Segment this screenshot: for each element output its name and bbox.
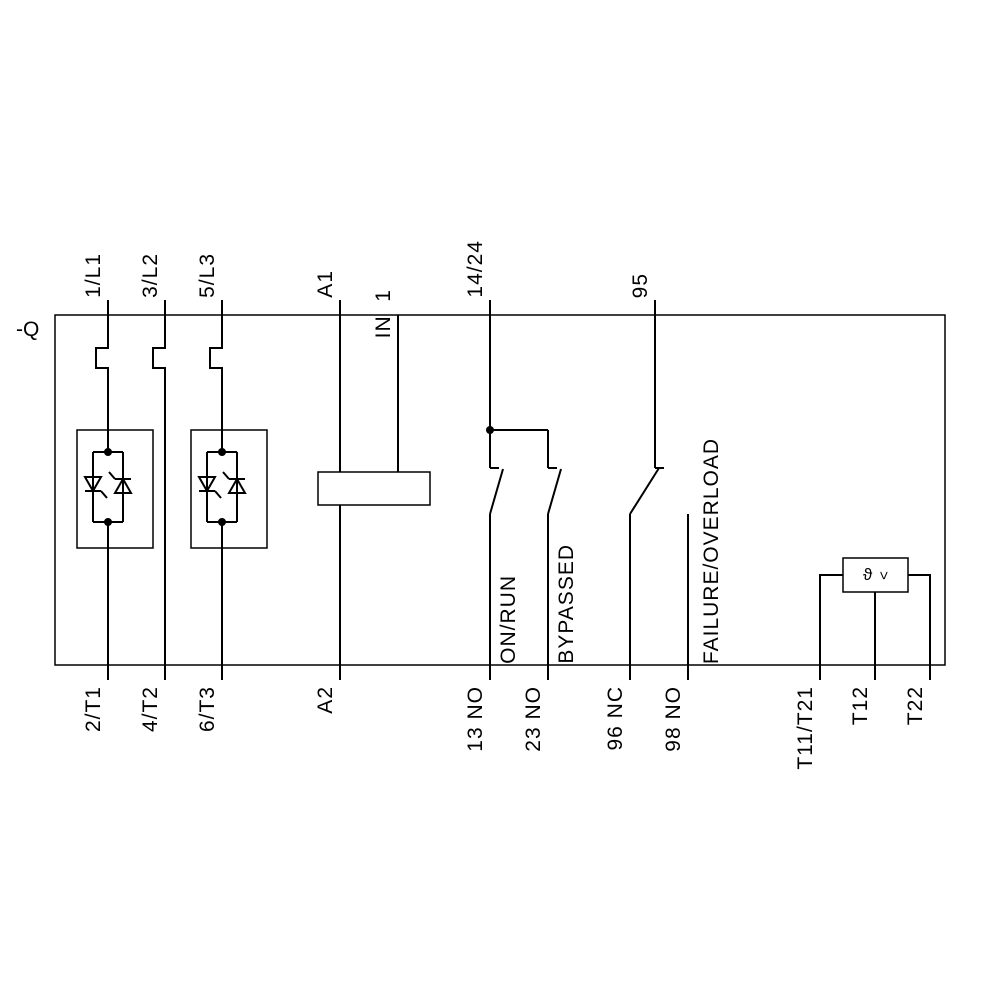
terminal-label-in1: IN 1: [372, 288, 395, 338]
fault-changeover-95-96-98: [629, 300, 689, 680]
terminal-label-t12: T12: [849, 686, 872, 726]
greater-than-icon: >: [875, 570, 893, 580]
device-tag: -Q: [16, 318, 40, 341]
terminal-label-13no: 13 NO: [464, 686, 487, 752]
annotation-failure-overload: FAILURE/OVERLOAD: [700, 437, 723, 664]
terminal-label-a1: A1: [314, 270, 337, 298]
annotation-on-run: ON/RUN: [497, 575, 520, 664]
terminal-label-1l1: 1/L1: [82, 253, 105, 298]
thermistor-symbol: ϑ >: [843, 558, 908, 592]
phase-l2-line: [152, 300, 166, 680]
terminal-label-5l3: 5/L3: [196, 253, 219, 298]
thyristor-module-l1: [76, 429, 154, 549]
terminal-label-95: 95: [629, 272, 652, 298]
terminal-label-a2: A2: [314, 686, 337, 714]
terminal-label-1424: 14/24: [464, 240, 487, 298]
terminal-label-6t3: 6/T3: [196, 686, 219, 733]
thyristor-module-l3: [190, 429, 268, 549]
terminal-label-t22: T22: [904, 686, 927, 726]
thermistor-circuit: [819, 557, 931, 680]
annotation-bypassed: BYPASSED: [555, 544, 578, 664]
terminal-label-4t2: 4/T2: [139, 686, 162, 733]
terminal-label-98no: 98 NO: [662, 686, 685, 752]
aux-contacts-13-23: [486, 300, 562, 680]
control-unit: [317, 300, 431, 680]
terminal-label-96nc: 96 NC: [604, 686, 627, 751]
terminal-label-23no: 23 NO: [522, 686, 545, 752]
theta-icon: ϑ: [862, 565, 873, 584]
terminal-label-3l2: 3/L2: [139, 253, 162, 298]
terminal-label-2t1: 2/T1: [82, 686, 105, 733]
terminal-label-t11t21: T11/T21: [794, 686, 817, 770]
enclosure-outline: [54, 314, 946, 666]
